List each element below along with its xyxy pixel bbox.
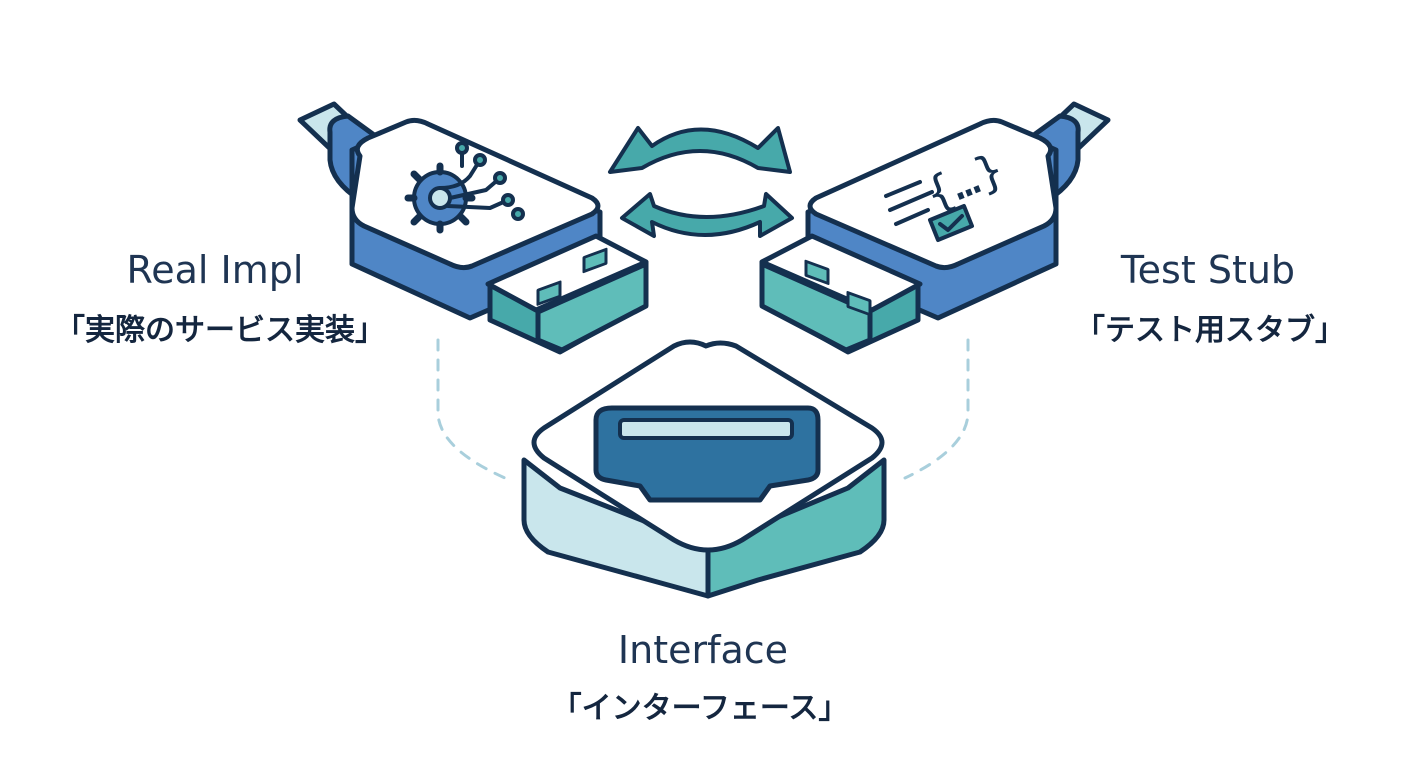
test-stub-subtitle: 「テスト用スタブ」	[1075, 313, 1345, 348]
real-slot-2	[536, 280, 562, 306]
swap-arrows-icon	[608, 126, 794, 238]
test-stub-label: Test Stub	[1120, 248, 1295, 292]
stub-slot-2	[846, 291, 872, 317]
swap-arrow-top	[608, 126, 792, 174]
socket-port-slot	[618, 418, 794, 440]
dashed-connector-left	[436, 338, 507, 480]
stub-slot-1	[804, 259, 830, 285]
dashed-connector-right	[903, 338, 970, 480]
real-impl-subtitle: 「実際のサービス実装」	[55, 313, 385, 348]
socket-side-right	[705, 457, 887, 599]
real-impl-label: Real Impl	[127, 248, 304, 292]
gear-circuit-icon	[404, 141, 525, 234]
interface-subtitle: 「インターフェース」	[552, 691, 849, 726]
interface-label: Interface	[618, 628, 788, 672]
real-connector-face	[535, 261, 649, 353]
stub-body-top	[807, 117, 1059, 271]
interface-socket	[521, 339, 887, 599]
stub-connector-face	[759, 261, 873, 353]
real-slot-1	[582, 247, 608, 274]
swap-arrow-bottom	[620, 192, 794, 238]
dashed-connectors	[436, 338, 970, 480]
